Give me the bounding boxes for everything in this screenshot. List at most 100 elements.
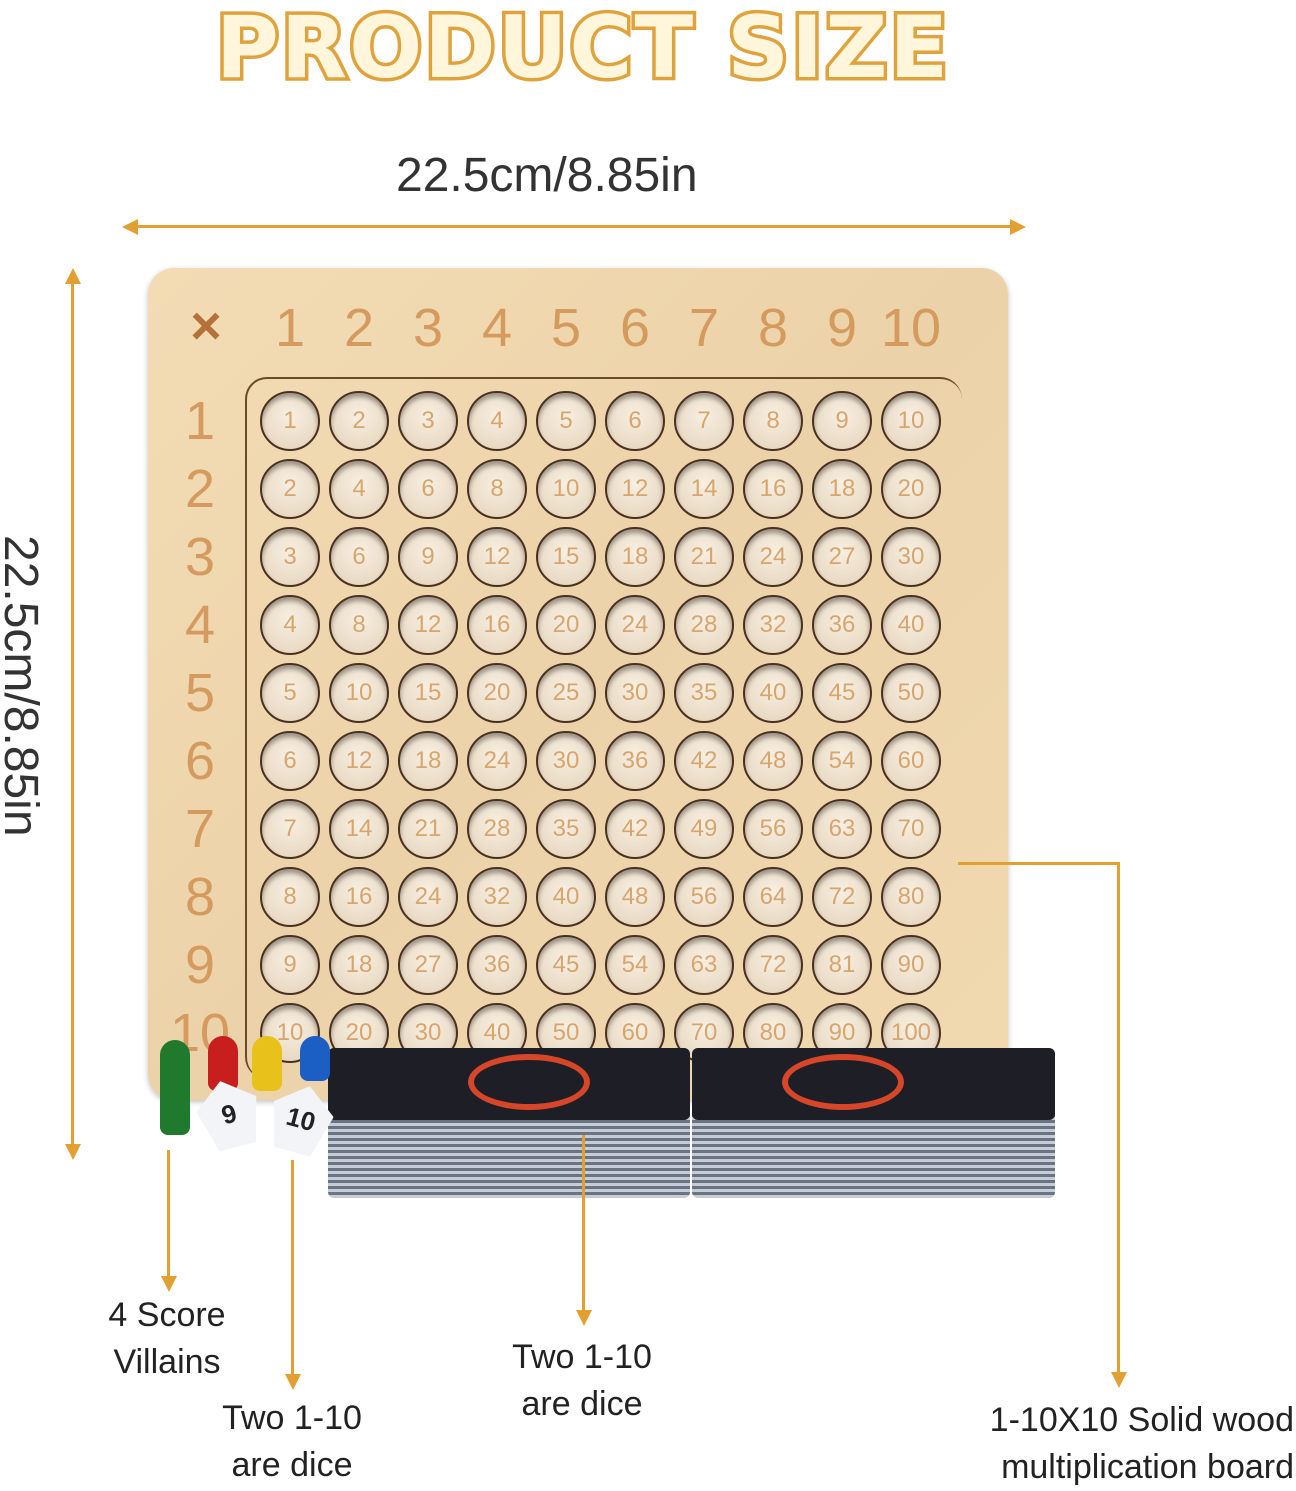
callout-cards: Two 1-10 are dice [462, 1334, 702, 1428]
product-hole: 40 [743, 663, 803, 723]
product-hole: 25 [536, 663, 596, 723]
product-hole: 8 [260, 867, 320, 927]
product-hole: 18 [329, 935, 389, 995]
product-hole: 24 [605, 595, 665, 655]
column-header: 6 [619, 298, 651, 358]
arrow-up-icon [65, 268, 81, 284]
product-hole: 35 [674, 663, 734, 723]
row-header: 6 [184, 731, 216, 791]
product-hole: 48 [605, 867, 665, 927]
row-header: 7 [184, 799, 216, 859]
callout-line-pawns [167, 1150, 170, 1280]
arrow-left-icon [122, 219, 138, 235]
die-number: 10 [283, 1100, 319, 1137]
card-stack-left [328, 1048, 690, 1198]
product-hole: 80 [881, 867, 941, 927]
callout-text: are dice [521, 1385, 643, 1423]
arrow-right-icon [1010, 219, 1026, 235]
product-hole: 72 [812, 867, 872, 927]
product-hole: 9 [398, 527, 458, 587]
card-illustration [782, 1054, 904, 1110]
product-hole: 4 [467, 391, 527, 451]
product-hole: 20 [536, 595, 596, 655]
height-label: 22.5cm/8.85in [0, 535, 47, 837]
callout-line-board-h [958, 862, 1119, 865]
column-header: 7 [688, 298, 720, 358]
product-hole: 14 [674, 459, 734, 519]
row-header: 3 [184, 527, 216, 587]
callout-board: 1-10X10 Solid wood multiplication board [900, 1397, 1294, 1491]
product-hole: 10 [329, 663, 389, 723]
row-header: 4 [184, 595, 216, 655]
product-hole: 45 [536, 935, 596, 995]
product-hole: 4 [329, 459, 389, 519]
callout-text: Villains [113, 1343, 221, 1381]
product-hole: 18 [605, 527, 665, 587]
product-hole: 10 [881, 391, 941, 451]
row-header: 1 [184, 391, 216, 451]
product-hole: 56 [743, 799, 803, 859]
product-hole: 6 [329, 527, 389, 587]
product-hole: 50 [881, 663, 941, 723]
product-hole: 56 [674, 867, 734, 927]
column-header: 5 [550, 298, 582, 358]
callout-text: 4 Score [108, 1296, 226, 1334]
product-hole: 2 [260, 459, 320, 519]
product-hole: 40 [536, 867, 596, 927]
card-face [692, 1048, 1055, 1120]
die-number: 9 [218, 1097, 240, 1130]
product-hole: 1 [260, 391, 320, 451]
callout-text: multiplication board [1001, 1448, 1294, 1486]
product-hole: 36 [605, 731, 665, 791]
multiply-icon: × [190, 296, 222, 356]
width-label: 22.5cm/8.85in [396, 149, 698, 202]
arrow-down-icon [1111, 1372, 1127, 1388]
row-header: 9 [184, 935, 216, 995]
product-hole: 27 [398, 935, 458, 995]
product-hole: 54 [605, 935, 665, 995]
callout-dice: Two 1-10 are dice [172, 1395, 412, 1489]
product-hole: 3 [260, 527, 320, 587]
product-hole: 63 [674, 935, 734, 995]
product-hole: 16 [743, 459, 803, 519]
product-hole: 30 [881, 527, 941, 587]
arrow-down-icon [65, 1144, 81, 1160]
product-hole: 21 [674, 527, 734, 587]
callout-line-cards [582, 1135, 585, 1313]
product-hole: 10 [536, 459, 596, 519]
score-pawn [208, 1036, 238, 1091]
product-hole: 8 [743, 391, 803, 451]
product-hole: 2 [329, 391, 389, 451]
product-hole: 9 [812, 391, 872, 451]
product-hole: 24 [743, 527, 803, 587]
arrow-down-icon [161, 1276, 177, 1292]
product-hole: 32 [467, 867, 527, 927]
column-header: 1 [274, 298, 306, 358]
column-header: 3 [412, 298, 444, 358]
product-hole: 7 [674, 391, 734, 451]
callout-text: Two 1-10 [222, 1399, 362, 1437]
product-hole: 70 [881, 799, 941, 859]
callout-line-board-v [1117, 862, 1120, 1374]
callout-text: Two 1-10 [512, 1338, 652, 1376]
product-hole: 18 [812, 459, 872, 519]
callout-pawns: 4 Score Villains [67, 1292, 267, 1386]
product-hole: 36 [467, 935, 527, 995]
product-hole: 32 [743, 595, 803, 655]
callout-text: 1-10X10 Solid wood [989, 1401, 1294, 1439]
product-hole: 20 [881, 459, 941, 519]
product-hole: 6 [605, 391, 665, 451]
column-header: 10 [880, 298, 942, 358]
product-hole: 8 [329, 595, 389, 655]
card-stack-right [692, 1048, 1055, 1198]
product-hole: 30 [536, 731, 596, 791]
product-hole: 40 [881, 595, 941, 655]
product-hole: 20 [467, 663, 527, 723]
arrow-down-icon [576, 1310, 592, 1326]
column-header: 8 [757, 298, 789, 358]
product-hole: 24 [467, 731, 527, 791]
product-hole: 48 [743, 731, 803, 791]
score-pawn [160, 1040, 190, 1135]
